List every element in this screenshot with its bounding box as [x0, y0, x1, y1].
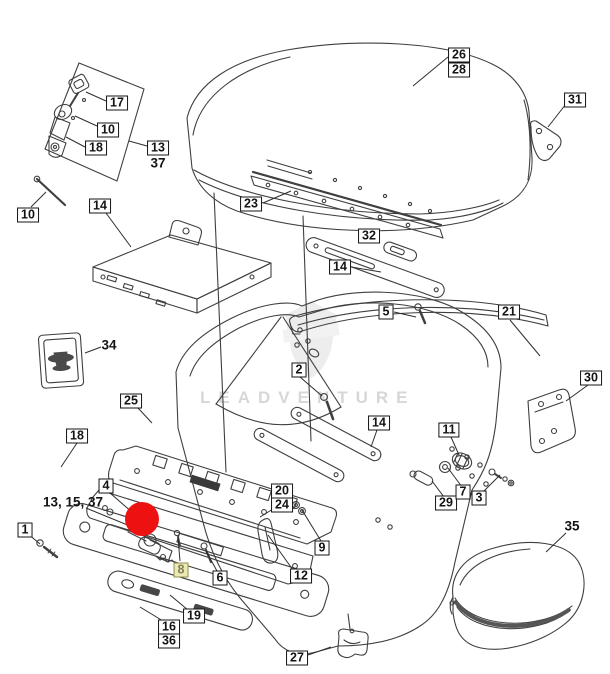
screw-1 [36, 539, 59, 559]
leader-line [393, 311, 417, 318]
stud-29 [409, 470, 434, 486]
leader-line [85, 91, 107, 102]
washer-7 [438, 460, 452, 474]
lock-cylinder-10 [49, 103, 73, 141]
callout-1: 1 [17, 522, 33, 538]
callout-18: 18 [66, 428, 88, 444]
callout-21: 21 [498, 304, 520, 320]
callout-18: 18 [85, 140, 107, 156]
callout-6: 6 [212, 570, 228, 586]
latch-hook-12 [257, 518, 279, 564]
callout-27: 27 [286, 650, 308, 666]
leader-line [30, 191, 47, 208]
callout-34: 34 [101, 337, 117, 353]
callout-10: 10 [17, 207, 39, 223]
leader-line [545, 532, 567, 553]
callout-19: 19 [183, 608, 205, 624]
leader-line [483, 474, 501, 492]
callout-10: 10 [97, 122, 119, 138]
bracket-31 [530, 120, 562, 162]
callout-12: 12 [290, 568, 312, 584]
hinge-strip-part [250, 170, 444, 239]
leader-line [74, 115, 98, 127]
leader-line [137, 407, 153, 424]
callout-2: 2 [291, 362, 307, 378]
callout-30: 30 [580, 370, 602, 386]
leader-line [84, 346, 102, 354]
lid-base-part [92, 219, 272, 314]
callout-5: 5 [378, 304, 394, 320]
screw-2 [320, 393, 335, 421]
screw-3 [488, 468, 515, 487]
leader-line [60, 442, 78, 468]
leader-line [450, 436, 460, 456]
leader-line [128, 140, 148, 147]
callout-4: 4 [98, 478, 114, 494]
callout-14: 14 [329, 259, 351, 275]
leader-line [169, 594, 189, 611]
callout-7: 7 [455, 484, 471, 500]
lock-assembly [44, 62, 145, 182]
callout-29: 29 [435, 495, 457, 511]
callout-14: 14 [368, 415, 390, 431]
construction-lines [213, 192, 312, 473]
callout-31: 31 [564, 92, 586, 108]
leader-line [431, 480, 445, 498]
callout-20: 20 [271, 483, 293, 499]
callout-26: 26 [448, 47, 470, 63]
key-head-17 [68, 73, 90, 95]
callout-28: 28 [448, 62, 470, 78]
callout-36: 36 [158, 633, 180, 649]
callout-24: 24 [271, 497, 293, 513]
leader-line [547, 103, 567, 128]
callout-17: 17 [106, 95, 128, 111]
key-barrel-10 [33, 175, 67, 207]
leader-line [259, 508, 274, 518]
clamp-27 [337, 613, 369, 659]
tool-pouch-35 [449, 542, 585, 650]
latch-plate-32 [383, 241, 418, 262]
callout-8: 8 [173, 562, 189, 578]
lock-cam-18 [48, 135, 67, 158]
leader-line [412, 56, 449, 87]
callout-13-15-37: 13, 15, 37 [42, 494, 104, 510]
leader-line [370, 429, 378, 448]
leader-line [447, 467, 463, 488]
callout-11: 11 [438, 422, 460, 438]
bracket-30 [527, 388, 576, 454]
callout-23: 23 [240, 196, 262, 212]
callout-25: 25 [120, 393, 142, 409]
leader-line [105, 212, 132, 248]
leader-line [177, 537, 181, 562]
callout-3: 3 [471, 490, 487, 506]
leader-line [267, 534, 294, 571]
callout-9: 9 [314, 540, 330, 556]
callout-14: 14 [89, 198, 111, 214]
leader-line [299, 376, 323, 397]
highlight-layer [125, 502, 159, 536]
leader-line [307, 646, 332, 656]
leader-line [301, 509, 322, 542]
callout-35: 35 [564, 518, 580, 534]
support-rail-part [305, 237, 445, 298]
leader-line [565, 384, 589, 402]
medallion-34 [37, 332, 85, 389]
red-highlight-circle [125, 502, 159, 536]
callout-32: 32 [358, 228, 380, 244]
leader-line [205, 550, 218, 572]
callout-16: 16 [158, 619, 180, 635]
leader-line [65, 136, 86, 148]
grommet-cluster [409, 452, 515, 487]
watermark-text: LEADVENTURE [200, 388, 416, 407]
lid-part [186, 42, 533, 232]
callout-13: 13 [147, 140, 169, 156]
callout-37: 37 [150, 155, 166, 171]
bar-and-shield-emblem [47, 351, 74, 372]
leader-line [139, 606, 164, 622]
leader-line [262, 190, 292, 204]
grommet-11 [451, 452, 473, 470]
leader-line [350, 266, 382, 273]
leader-line [509, 319, 541, 357]
